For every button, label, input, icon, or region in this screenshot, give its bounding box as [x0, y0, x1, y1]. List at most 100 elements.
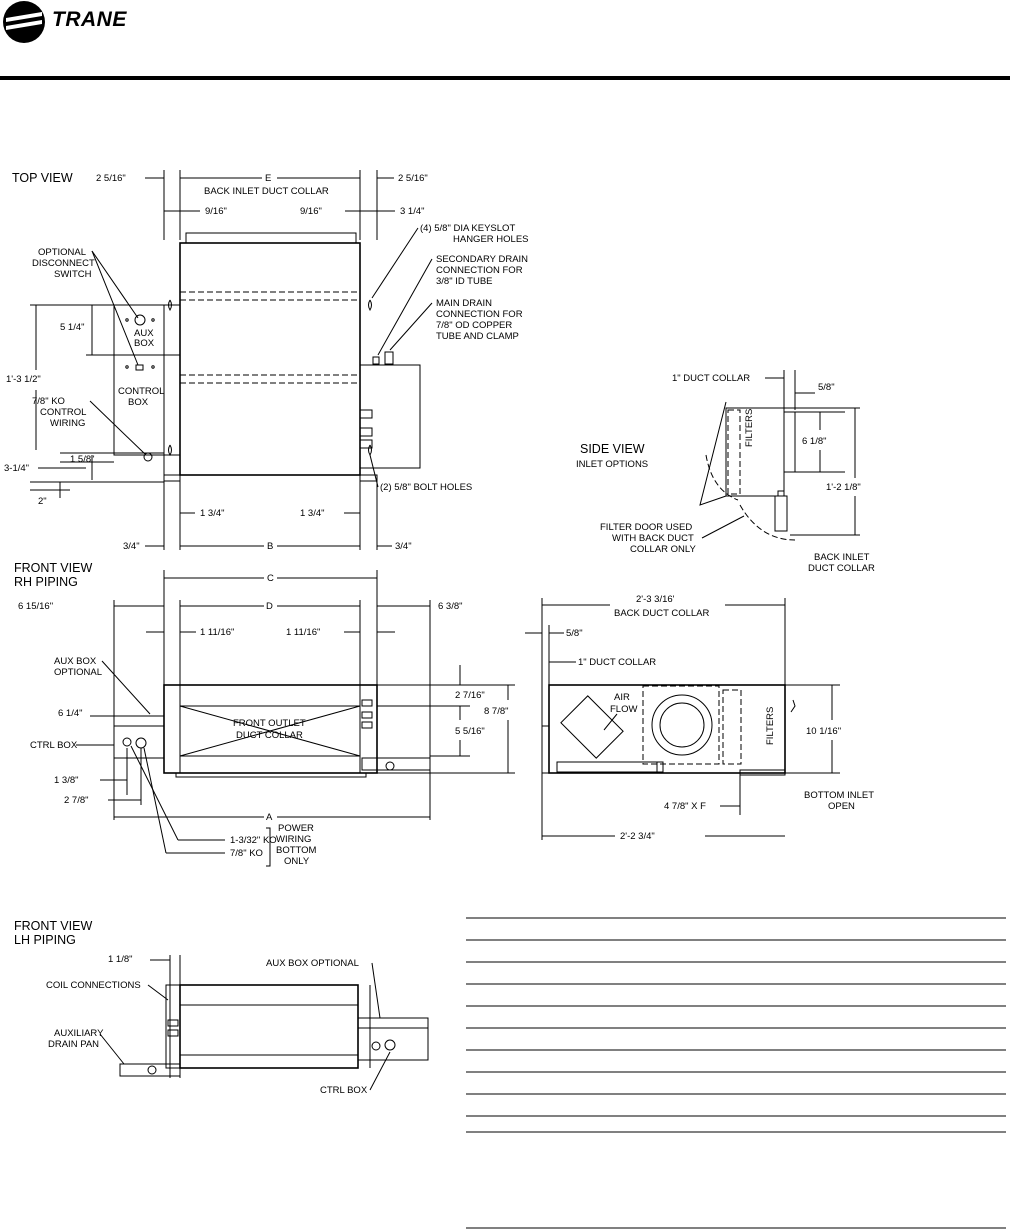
back-inlet-line1: BACK INLET	[814, 552, 870, 563]
dim-1-3-1-2: 1'-3 1/2"	[6, 374, 41, 385]
front-view-lh: FRONT VIEW LH PIPING 1 1/8" AUX BOX OPTI…	[14, 919, 429, 1096]
secondary-drain-line3: 3/8" ID TUBE	[436, 276, 493, 287]
aux-drain-line2: DRAIN PAN	[48, 1039, 99, 1050]
dim-1-11-16-left: 1 11/16"	[200, 627, 234, 638]
page-header: TRANE	[0, 0, 1010, 80]
main-drain-line1: MAIN DRAIN	[436, 298, 492, 309]
outlet-line2: DUCT COLLAR	[236, 730, 303, 741]
front-rh-aux-line1: AUX BOX	[54, 656, 97, 667]
main-drain-line3: 7/8" OD COPPER	[436, 320, 512, 331]
dim-6-3-8: 6 3/8"	[438, 601, 463, 612]
air-line2: FLOW	[610, 704, 637, 715]
front-rh-aux-line2: OPTIONAL	[54, 667, 102, 678]
dim-e: E	[265, 173, 271, 184]
bottom-duct-collar: 1" DUCT COLLAR	[578, 657, 656, 668]
front-rh-title1: FRONT VIEW	[14, 561, 92, 575]
secondary-drain-line2: CONNECTION FOR	[436, 265, 523, 276]
dim-2-7-16: 2 7/16"	[455, 690, 485, 701]
ko-large: 1-3/32" KO	[230, 835, 277, 846]
dim-1-11-16-right: 1 11/16"	[286, 627, 320, 638]
dim-3-1-4: 3 1/4"	[400, 206, 425, 217]
keyslot-line2: HANGER HOLES	[453, 234, 529, 245]
back-collar-line2: BACK DUCT COLLAR	[614, 608, 710, 619]
dim-3-4-left: 3/4"	[123, 541, 140, 552]
main-drain-line2: CONNECTION FOR	[436, 309, 523, 320]
power-line3: BOTTOM	[276, 845, 317, 856]
front-rh-ctrl-box: CTRL BOX	[30, 740, 78, 751]
control-line1: CONTROL	[118, 386, 164, 397]
ko-line3: WIRING	[50, 418, 85, 429]
dim-1-3-8: 1 3/8"	[54, 775, 79, 786]
dim-3-1-4-b: 3-1/4"	[4, 463, 29, 474]
outlet-line1: FRONT OUTLET	[233, 718, 306, 729]
top-view: TOP VIEW 2 5/16" E BACK INLET DUCT COLLA…	[4, 170, 529, 552]
front-rh-title2: RH PIPING	[14, 575, 78, 589]
main-drain-line4: TUBE AND CLAMP	[436, 331, 519, 342]
dim-2-2-3-4: 2'-2 3/4"	[620, 831, 655, 842]
aux-drain-line1: AUXILIARY	[54, 1028, 104, 1039]
front-lh-title2: LH PIPING	[14, 933, 76, 947]
side-view-title: SIDE VIEW	[580, 442, 645, 456]
dim-5-5-16: 5 5/16"	[455, 726, 485, 737]
dim-1-1-8: 1 1/8"	[108, 954, 133, 965]
aux-line2: BOX	[134, 338, 155, 349]
bottom-side-view: 2'-3 3/16' BACK DUCT COLLAR 5/8" 1" DUCT…	[525, 594, 874, 842]
dim-3-4-right: 3/4"	[395, 541, 412, 552]
optional-line2: DISCONNECT	[32, 258, 95, 269]
dim-8-7-8: 8 7/8"	[484, 706, 509, 717]
back-inlet-line2: DUCT COLLAR	[808, 563, 875, 574]
filter-door-line2: WITH BACK DUCT	[612, 533, 694, 544]
power-line2: WIRING	[276, 834, 311, 845]
aux-line1: AUX	[134, 328, 154, 339]
power-line1: POWER	[278, 823, 314, 834]
optional-line3: SWITCH	[54, 269, 92, 280]
dim-2-7-8: 2 7/8"	[64, 795, 89, 806]
bottom-inlet-line1: BOTTOM INLET	[804, 790, 874, 801]
dim-10-1-16: 10 1/16"	[806, 726, 841, 737]
bottom-filters: FILTERS	[765, 707, 776, 745]
keyslot-line1: (4) 5/8" DIA KEYSLOT	[420, 223, 515, 234]
dim-1-3-4-right: 1 3/4"	[300, 508, 325, 519]
front-view-rh: FRONT VIEW RH PIPING C 6 15/16" D 6 3/8"…	[14, 561, 515, 867]
lh-aux-optional: AUX BOX OPTIONAL	[266, 958, 359, 969]
side-filters: FILTERS	[744, 409, 755, 447]
dim-a: A	[266, 812, 273, 823]
side-dim-1-2-1-8: 1'-2 1/8"	[826, 482, 861, 493]
air-line1: AIR	[614, 692, 630, 703]
dim-9-16-left: 9/16"	[205, 206, 227, 217]
bottom-inlet-line2: OPEN	[828, 801, 855, 812]
dim-2: 2"	[38, 496, 47, 507]
dim-left-offset: 2 5/16"	[96, 173, 126, 184]
side-view: SIDE VIEW INLET OPTIONS 1" DUCT COLLAR 5…	[576, 370, 875, 574]
dim-5-1-4: 5 1/4"	[60, 322, 85, 333]
control-line2: BOX	[128, 397, 149, 408]
lh-ctrl-box: CTRL BOX	[320, 1085, 368, 1096]
bolt-holes: (2) 5/8" BOLT HOLES	[380, 482, 472, 493]
filter-door-line3: COLLAR ONLY	[630, 544, 696, 555]
dim-d: D	[266, 601, 273, 612]
front-lh-title1: FRONT VIEW	[14, 919, 92, 933]
side-dim-6-1-8: 6 1/8"	[802, 436, 827, 447]
power-line4: ONLY	[284, 856, 310, 867]
top-view-title: TOP VIEW	[12, 171, 73, 185]
ko-small: 7/8" KO	[230, 848, 263, 859]
dim-b: B	[267, 541, 273, 552]
ko-line1: 7/8" KO	[32, 396, 65, 407]
dim-9-16-right: 9/16"	[300, 206, 322, 217]
filter-door-line1: FILTER DOOR USED	[600, 522, 692, 533]
dim-1-5-8: 1 5/8"	[70, 454, 95, 465]
header-rule	[0, 76, 1010, 80]
dim-c: C	[267, 573, 274, 584]
dim-right-offset: 2 5/16"	[398, 173, 428, 184]
dimension-table	[466, 917, 1006, 1229]
dim-4-7-8-f: 4 7/8" X F	[664, 801, 706, 812]
coil-connections: COIL CONNECTIONS	[46, 980, 141, 991]
ko-line2: CONTROL	[40, 407, 86, 418]
back-inlet-label: BACK INLET DUCT COLLAR	[204, 186, 329, 197]
optional-line1: OPTIONAL	[38, 247, 86, 258]
trane-logo-icon	[3, 1, 45, 43]
side-view-subtitle: INLET OPTIONS	[576, 459, 648, 470]
bottom-dim-5-8: 5/8"	[566, 628, 583, 639]
side-dim-5-8: 5/8"	[818, 382, 835, 393]
